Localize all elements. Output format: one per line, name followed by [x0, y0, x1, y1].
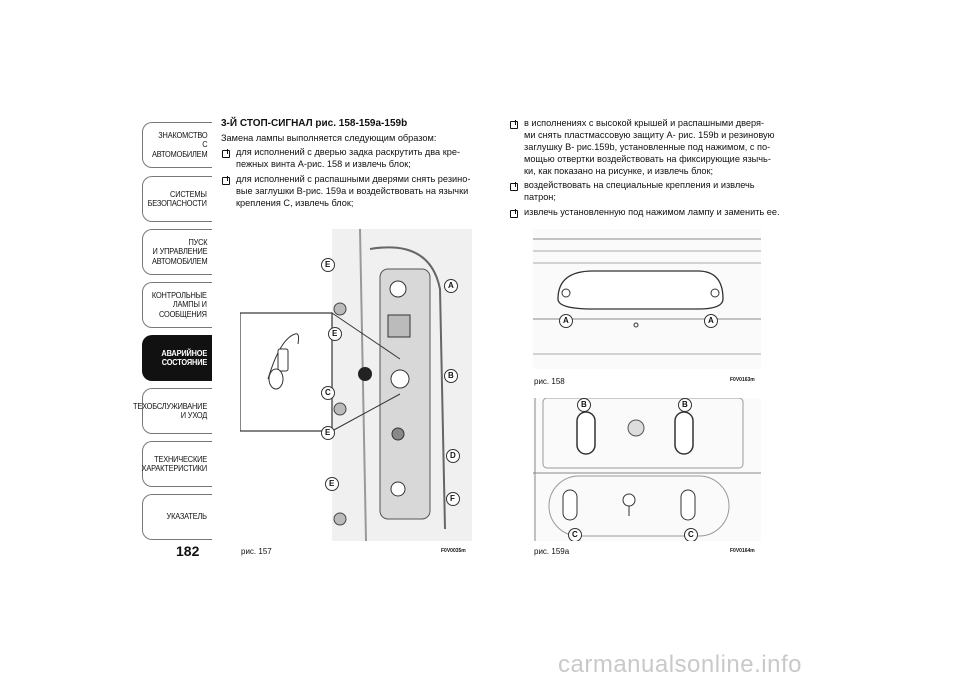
marker-c: C	[684, 528, 698, 541]
marker-b: B	[577, 398, 591, 412]
marker-e: E	[328, 327, 342, 341]
bullet-icon	[510, 182, 518, 191]
marker-f: F	[446, 492, 460, 506]
bullet-icon	[510, 120, 518, 129]
marker-b: B	[678, 398, 692, 412]
figure-157-code: F0V0035m	[441, 548, 466, 554]
tab-label: АВАРИЙНОЕ СОСТОЯНИЕ	[161, 347, 207, 367]
tab-warning-lights[interactable]: КОНТРОЛЬНЫЕ ЛАМПЫ И СООБЩЕНИЯ	[142, 282, 212, 328]
figure-158: A A	[533, 229, 761, 369]
figure-159a-code: F0V0164m	[730, 548, 755, 554]
marker-b: B	[444, 369, 458, 383]
marker-e: E	[325, 477, 339, 491]
left-bullet-1-line-1: для исполнений с дверью задка раскрутить…	[236, 147, 461, 157]
marker-a: A	[704, 314, 718, 328]
tab-technical-specs[interactable]: ТЕХНИЧЕСКИЕ ХАРАКТЕРИСТИКИ	[142, 441, 212, 487]
right-bullet-3-line-1: извлечь установленную под нажимом лампу …	[524, 207, 780, 217]
tab-start-driving[interactable]: ПУСК И УПРАВЛЕНИЕ АВТОМОБИЛЕМ	[142, 229, 212, 275]
marker-e: E	[321, 426, 335, 440]
right-bullet-1-line-4: мощью отвертки воздействовать на фиксиру…	[524, 154, 771, 164]
tab-label: ТЕХОБСЛУЖИВАНИЕ И УХОД	[132, 400, 207, 420]
tab-label: ПУСК И УПРАВЛЕНИЕ АВТОМОБИЛЕМ	[151, 236, 208, 266]
tab-label: СИСТЕМЫ БЕЗОПАСНОСТИ	[147, 188, 207, 208]
left-bullet-2-line-3: крепления C, извлечь блок;	[236, 198, 354, 208]
marker-c: C	[568, 528, 582, 541]
left-bullet-2-line-1: для исполнений с распашными дверями снят…	[236, 174, 471, 184]
tab-safety[interactable]: СИСТЕМЫ БЕЗОПАСНОСТИ	[142, 176, 212, 222]
intro-text: Замена лампы выполняется следующим образ…	[221, 133, 437, 143]
figure-159a: B B C C	[533, 398, 761, 541]
right-bullet-2-line-1: воздействовать на специальные крепления …	[524, 180, 755, 190]
right-bullet-1-line-3: заглушку В- рис.159b, установленные под …	[524, 142, 771, 152]
tab-index[interactable]: УКАЗАТЕЛЬ	[142, 494, 212, 540]
figure-159a-caption: рис. 159a	[534, 547, 570, 556]
tab-label: ЗНАКОМСТВО С АВТОМОБИЛЕМ	[151, 129, 208, 159]
page-number: 182	[176, 543, 200, 559]
marker-a: A	[444, 279, 458, 293]
marker-a: A	[559, 314, 573, 328]
marker-e: E	[321, 258, 335, 272]
right-bullet-2-line-2: патрон;	[524, 192, 556, 202]
figure-158-caption: рис. 158	[534, 377, 565, 386]
bullet-icon	[222, 176, 230, 185]
right-bullet-1-line-5: ки, как показано на рисунке, и извлечь б…	[524, 166, 714, 176]
tab-emergency[interactable]: АВАРИЙНОЕ СОСТОЯНИЕ	[142, 335, 212, 381]
figure-157-illustration	[240, 229, 472, 541]
figure-158-code: F0V0163m	[730, 377, 755, 383]
left-bullet-2-line-2: вые заглушки B-рис. 159a и воздействоват…	[236, 186, 469, 196]
watermark: carmanualsonline.info	[558, 651, 802, 678]
bullet-icon	[510, 209, 518, 218]
tab-maintenance[interactable]: ТЕХОБСЛУЖИВАНИЕ И УХОД	[133, 388, 212, 434]
tab-label: УКАЗАТЕЛЬ	[166, 511, 207, 522]
right-bullet-1-line-2: ми снять пластмассовую защиту А- рис. 15…	[524, 130, 775, 140]
marker-c: C	[321, 386, 335, 400]
tab-introduction[interactable]: ЗНАКОМСТВО С АВТОМОБИЛЕМ	[142, 122, 212, 168]
figure-158-illustration	[533, 229, 761, 369]
right-bullet-1-line-1: в исполнениях с высокой крышей и распашн…	[524, 118, 765, 128]
section-heading: 3-Й СТОП-СИГНАЛ рис. 158-159a-159b	[221, 118, 408, 129]
left-bullet-1-line-2: пежных винта А-рис. 158 и извлечь блок;	[236, 159, 411, 169]
figure-159a-illustration	[533, 398, 761, 541]
marker-d: D	[446, 449, 460, 463]
tab-label: КОНТРОЛЬНЫЕ ЛАМПЫ И СООБЩЕНИЯ	[152, 289, 207, 319]
figure-157: E A E B C E D E F	[240, 229, 472, 541]
bullet-icon	[222, 149, 230, 158]
figure-157-caption: рис. 157	[241, 547, 272, 556]
tab-label: ТЕХНИЧЕСКИЕ ХАРАКТЕРИСТИКИ	[141, 453, 208, 473]
